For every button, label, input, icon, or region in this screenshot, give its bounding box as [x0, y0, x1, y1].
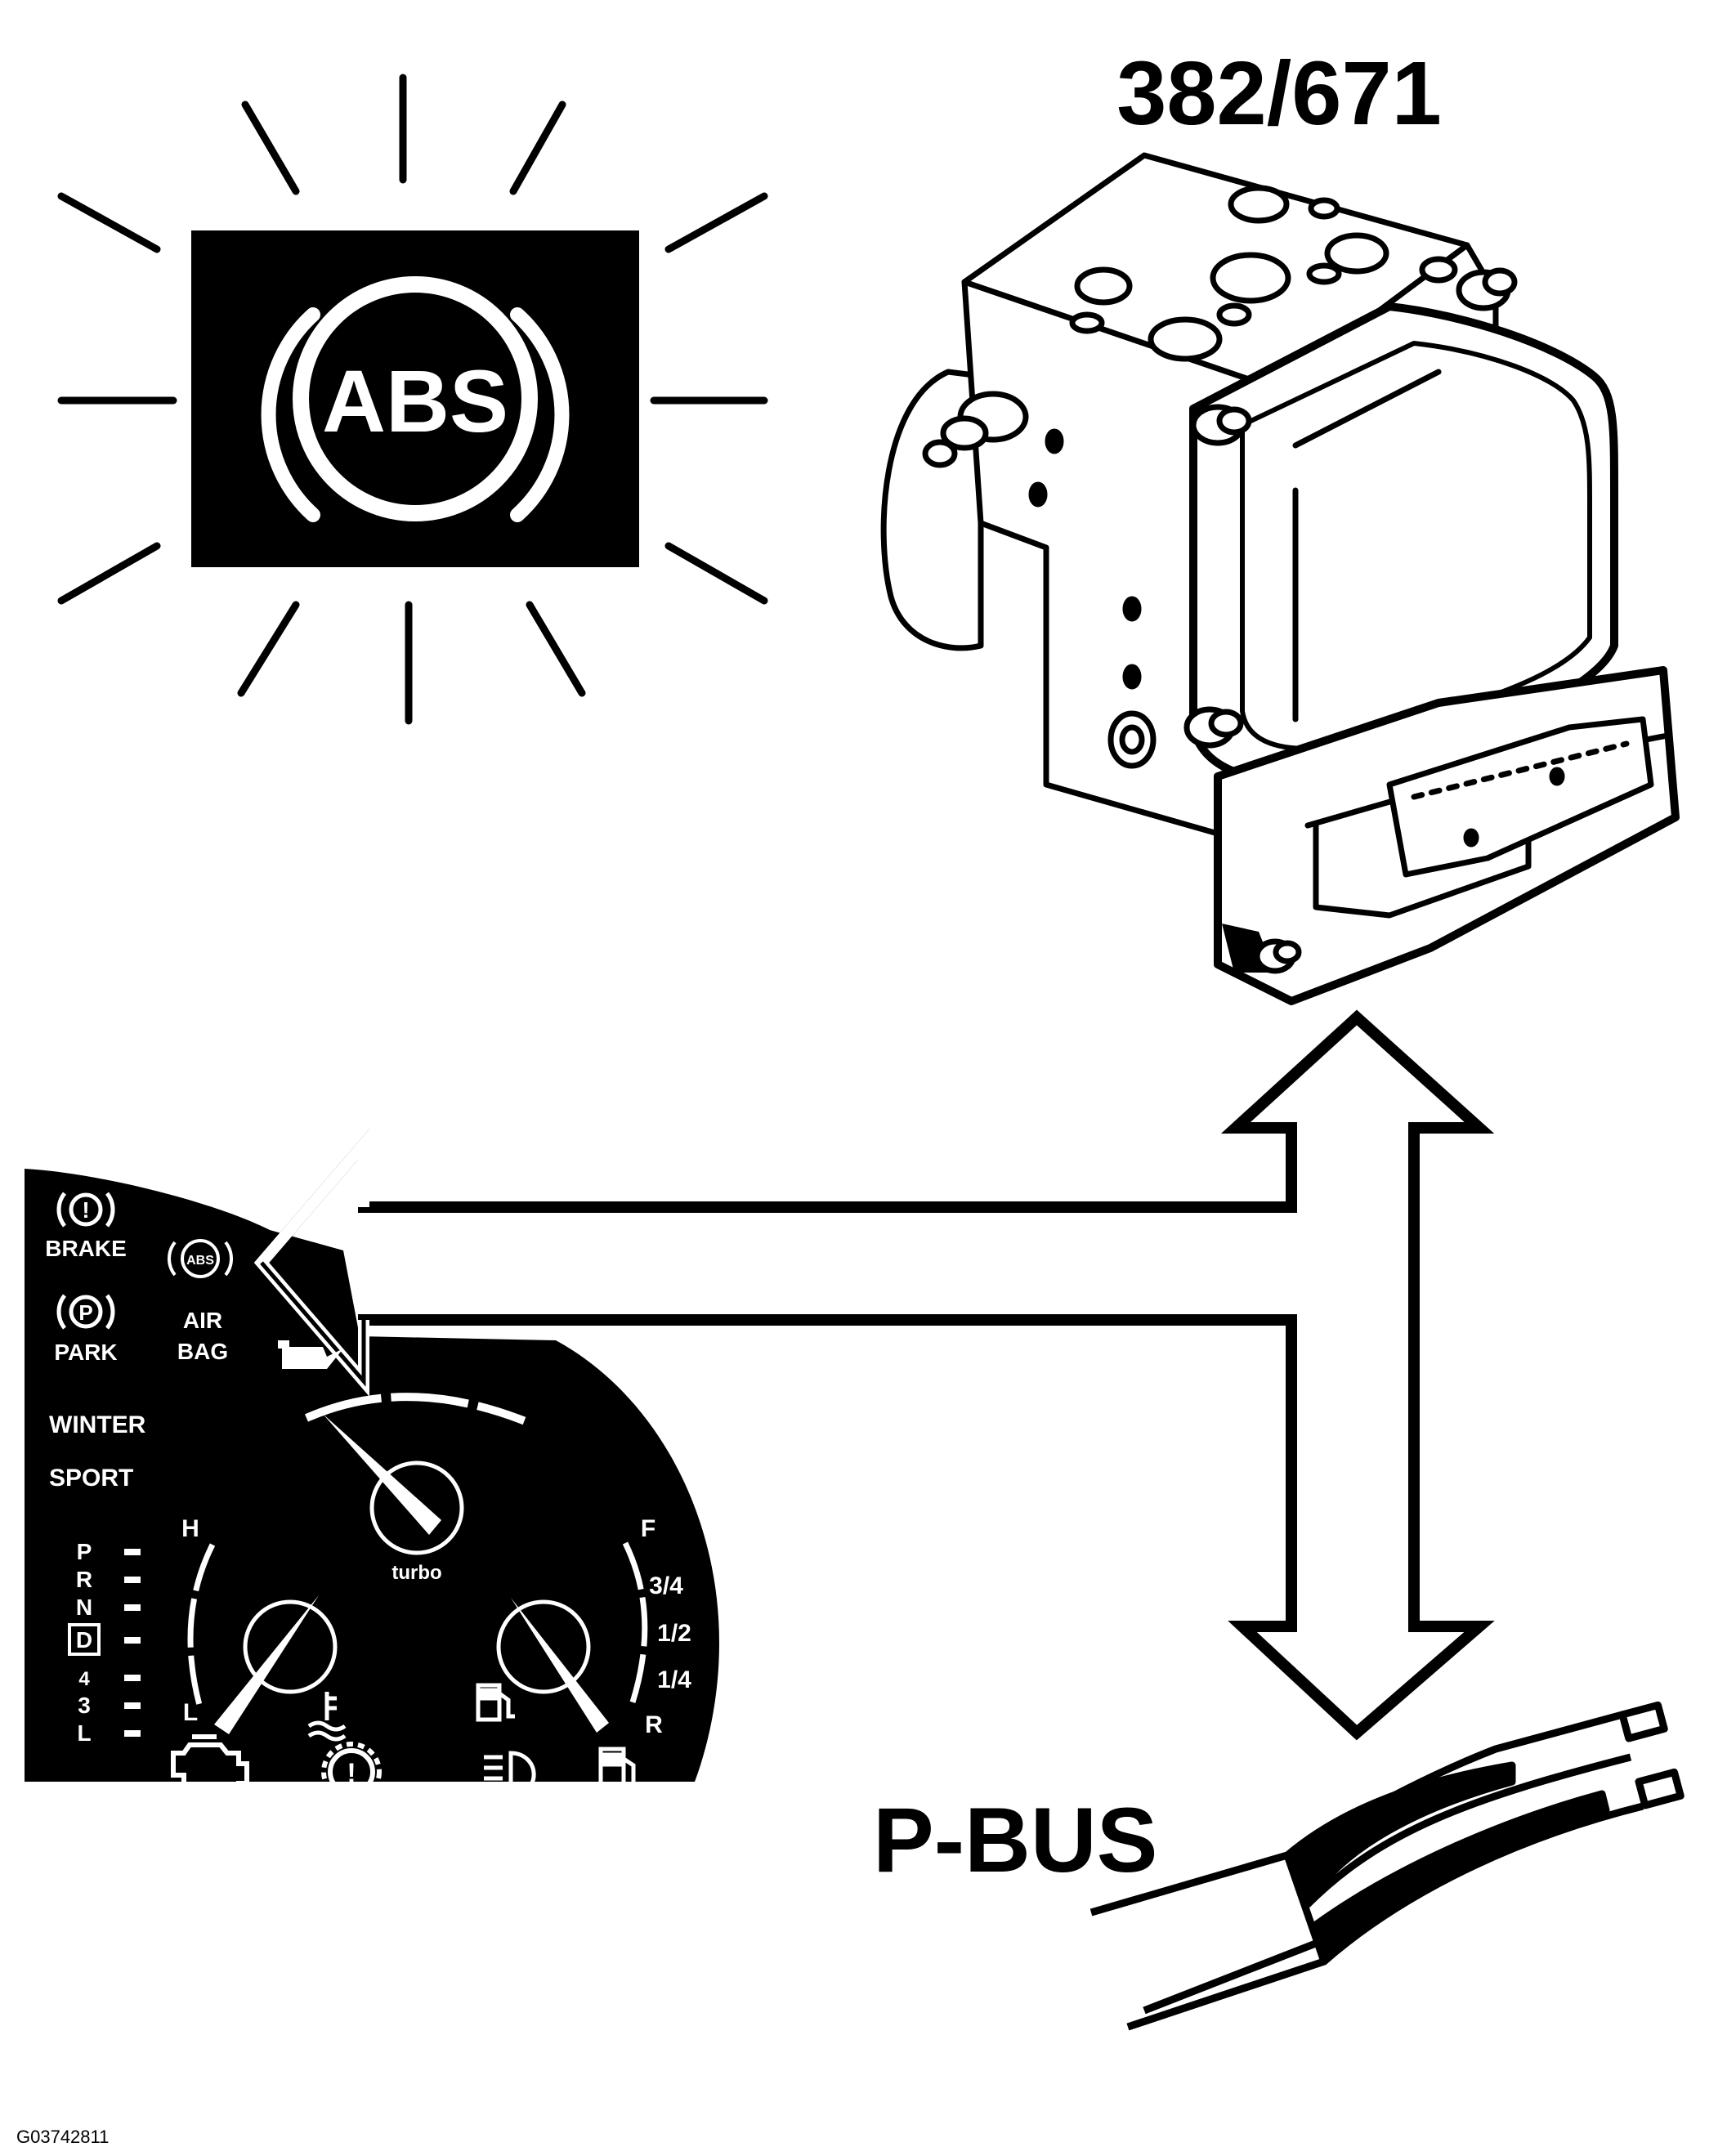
fuel-quarter-label: 1/4: [657, 1666, 691, 1693]
port: [1210, 252, 1291, 304]
abs-right-arc: [510, 307, 570, 522]
fuel-half-label: 1/2: [657, 1620, 691, 1647]
pipe-fitting-left: [922, 391, 1029, 468]
cable-terminal: [1618, 1701, 1668, 1742]
gear-4: 4: [78, 1668, 90, 1690]
abs-control-module: [880, 152, 1680, 1005]
module-label: 382/671: [1116, 43, 1442, 144]
cluster-face: [25, 1169, 719, 1782]
cable-terminal: [1635, 1768, 1685, 1809]
winter-label: WINTER: [49, 1411, 146, 1438]
figure-code: G03742811: [16, 2127, 109, 2147]
fuel-reserve-label: R: [645, 1711, 663, 1738]
gear-indicator: P R N D 4 3 L: [68, 1539, 141, 1746]
park-symbol: P: [78, 1300, 92, 1325]
port: [1419, 256, 1458, 284]
gear-l: L: [77, 1720, 91, 1746]
park-label: PARK: [54, 1340, 117, 1365]
park-brake-icon: [56, 1294, 115, 1330]
turbo-gauge: turbo: [304, 1393, 533, 1584]
port: [1228, 185, 1290, 224]
svg-text:!: !: [82, 1197, 89, 1223]
gear-p: P: [77, 1539, 92, 1564]
pipe-fitting-mid: [1190, 404, 1252, 446]
connector-plug: [1386, 716, 1654, 878]
p-bus-label: P-BUS: [873, 1789, 1157, 1891]
system-warning-icon: [321, 1742, 382, 1802]
pipe-fitting-low: [1183, 706, 1244, 749]
fuel-gauge: F 3/4 1/2 1/4 R: [476, 1515, 691, 1738]
p-bus-cable: [1089, 1701, 1685, 2031]
lamp-abs-text: ABS: [322, 351, 508, 450]
coolant-temp-icon: [307, 1692, 347, 1742]
fuel-three-quarter-label: 3/4: [649, 1572, 683, 1599]
ecu-cover-inner: [1240, 341, 1592, 751]
port: [1308, 197, 1340, 220]
bidirectional-bus-arrow: [253, 1009, 1495, 1741]
pipe-fitting-top: [1456, 267, 1518, 311]
bag-label: BAG: [177, 1339, 228, 1364]
port: [1216, 302, 1252, 327]
temperature-gauge: H L: [181, 1515, 347, 1742]
brake-warning-icon: [56, 1192, 115, 1228]
gear-d: D: [76, 1627, 92, 1653]
headlight-icon: [484, 1751, 536, 1796]
air-label: AIR: [183, 1308, 222, 1333]
temp-high-label: H: [181, 1515, 199, 1542]
abs-indicator-icon: [167, 1239, 234, 1278]
glow-rays: [57, 74, 768, 725]
abs-left-arc: [261, 307, 320, 522]
fuel-full-label: F: [641, 1515, 655, 1542]
low-fuel-icon: [598, 1747, 642, 1791]
abs-ring: [293, 276, 538, 521]
turbo-needle: [323, 1414, 441, 1535]
abs-indicator-text: ABS: [186, 1254, 214, 1268]
fuel-needle: [511, 1598, 609, 1733]
port: [1148, 316, 1223, 362]
port: [1069, 311, 1105, 334]
abs-warning-lamp: ABS: [57, 74, 768, 725]
port: [1074, 266, 1133, 306]
gear-r: R: [76, 1567, 92, 1592]
fuel-pump-icon: [476, 1683, 515, 1722]
temp-low-label: L: [183, 1699, 198, 1726]
pipe-fitting-bottom: [1254, 938, 1302, 974]
brake-label: BRAKE: [45, 1236, 127, 1261]
gear-selected-box: [68, 1623, 101, 1656]
gear-3: 3: [78, 1693, 91, 1718]
gear-n: N: [76, 1595, 92, 1620]
svg-text:!: !: [347, 1758, 356, 1789]
turbo-label: turbo: [391, 1562, 441, 1584]
check-engine-icon: [171, 1734, 249, 1796]
oil-pressure-icon: [278, 1340, 343, 1369]
instrument-cluster: ! BRAKE ABS P PARK AIR BAG WINTER SPORT: [25, 1129, 719, 1802]
temp-needle: [214, 1595, 319, 1734]
port: [1306, 262, 1342, 285]
sport-label: SPORT: [49, 1465, 133, 1492]
port: [1324, 232, 1389, 275]
